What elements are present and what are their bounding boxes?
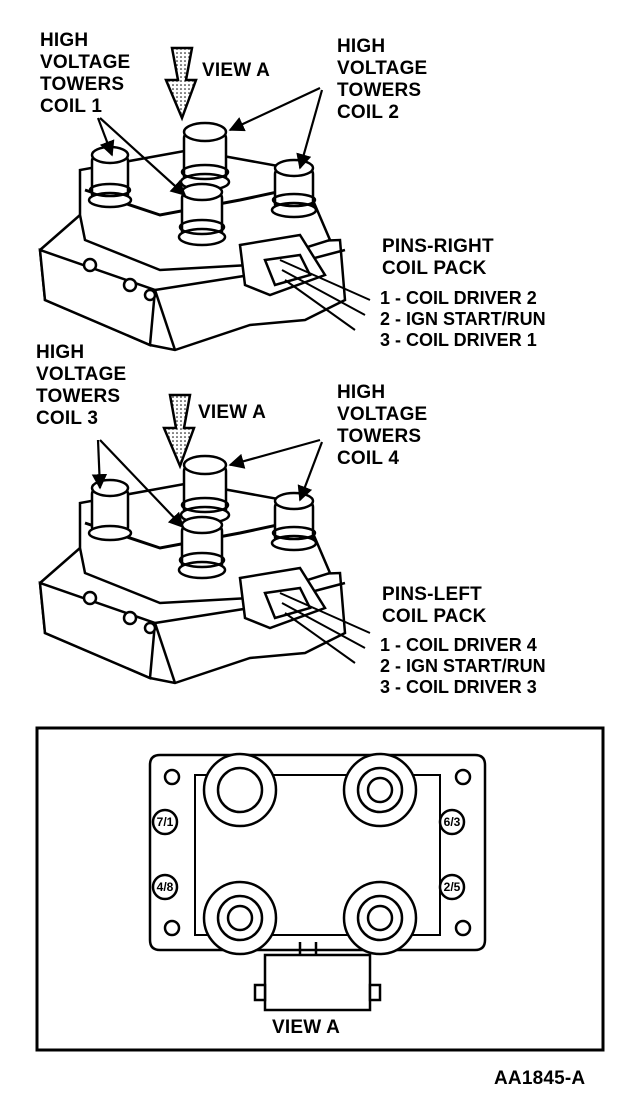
view-a-label-middle: VIEW A <box>198 402 267 423</box>
figure-id: AA1845-A <box>494 1068 586 1089</box>
tower-coil4-a <box>179 454 231 525</box>
leader-lines-top <box>96 87 324 197</box>
tower-coil3-b <box>177 515 227 580</box>
tower-label-4-8: 4/8 <box>157 880 174 894</box>
view-a-caption: VIEW A <box>272 1017 341 1038</box>
leader-lines-middle <box>91 438 324 529</box>
tower-coil1-b <box>177 182 227 247</box>
tower-coil2-a <box>179 121 231 192</box>
tower-label-6-3: 6/3 <box>444 815 461 829</box>
coil-pack-left <box>38 454 371 685</box>
view-a-arrow-top <box>164 46 198 122</box>
tower-label-2-5: 2/5 <box>444 880 461 894</box>
tower-coil3-a <box>87 478 133 542</box>
coil-pack-right <box>38 121 371 352</box>
view-a-label-top: VIEW A <box>202 60 271 81</box>
view-a-arrow-middle <box>162 393 196 470</box>
tower-coil2-b <box>270 158 318 219</box>
tower-coil4-b <box>270 491 318 552</box>
tower-coil1-a <box>87 145 133 209</box>
coil-top-view <box>148 752 487 1012</box>
tower-label-7-1: 7/1 <box>157 815 174 829</box>
